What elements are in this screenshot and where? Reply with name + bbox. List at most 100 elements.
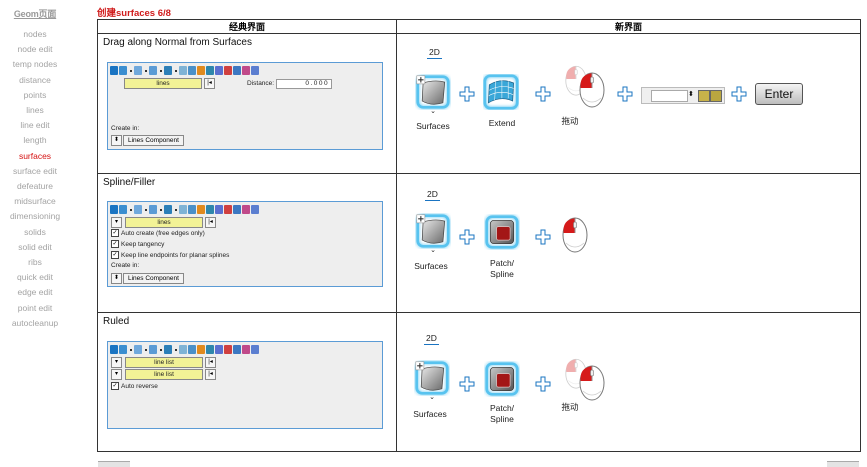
nav-item[interactable]: solids bbox=[24, 226, 46, 237]
field-dropdown[interactable]: ▾ bbox=[111, 217, 122, 228]
tab-2d[interactable]: 2D bbox=[424, 333, 439, 345]
toolbar-tool-icon[interactable] bbox=[197, 66, 205, 75]
toolbar-tool-icon[interactable] bbox=[197, 345, 205, 354]
toolbar-tool-icon[interactable] bbox=[110, 66, 118, 75]
toolbar-tool-icon[interactable] bbox=[179, 66, 187, 75]
toolbar-tool-icon[interactable] bbox=[251, 66, 259, 75]
checkbox-keep-endpoints[interactable]: ✓ bbox=[111, 251, 119, 259]
nav-item[interactable]: quick edit bbox=[17, 272, 53, 283]
nav-item[interactable]: line edit bbox=[20, 120, 50, 131]
toolbar-tool-icon[interactable] bbox=[164, 66, 172, 75]
nav-item[interactable]: length bbox=[23, 135, 47, 146]
toolbar-tool-icon[interactable] bbox=[179, 345, 187, 354]
patch-spline-icon[interactable] bbox=[484, 361, 520, 397]
toolbar-tool-icon[interactable] bbox=[215, 205, 223, 214]
toolbar-tool-icon[interactable] bbox=[224, 66, 232, 75]
toolbar-tool-icon[interactable] bbox=[251, 205, 259, 214]
toolbar-tool-icon[interactable] bbox=[149, 66, 157, 75]
toolbar-tool-icon[interactable] bbox=[110, 205, 118, 214]
tab-2d[interactable]: 2D bbox=[425, 189, 440, 201]
scroll-left-button[interactable] bbox=[98, 461, 130, 467]
checkbox-auto-reverse[interactable]: ✓ bbox=[111, 382, 119, 390]
chevron-down-icon[interactable]: ⌄ bbox=[429, 394, 435, 401]
reset-button[interactable]: |◂ bbox=[204, 78, 215, 89]
line-list-selector-1[interactable]: line list bbox=[125, 357, 203, 368]
toolbar-tool-icon[interactable] bbox=[215, 66, 223, 75]
nav-item[interactable]: edge edit bbox=[17, 287, 53, 298]
nav-item[interactable]: points bbox=[23, 89, 47, 100]
nav-item[interactable]: node edit bbox=[17, 44, 53, 55]
enter-key[interactable]: Enter bbox=[755, 83, 803, 105]
toolbar-tool-icon[interactable] bbox=[110, 345, 118, 354]
lines-selector[interactable]: lines bbox=[124, 78, 202, 89]
toolbar-tool-icon[interactable] bbox=[224, 205, 232, 214]
scroll-right-button[interactable] bbox=[827, 461, 859, 467]
toolbar-tool-icon[interactable] bbox=[197, 205, 205, 214]
lines-selector[interactable]: lines bbox=[125, 217, 203, 228]
checkbox-auto-create[interactable]: ✓ bbox=[111, 229, 119, 237]
component-button[interactable]: Lines Component bbox=[123, 273, 184, 284]
tab-2d[interactable]: 2D bbox=[427, 47, 442, 59]
toolbar-tool-icon[interactable] bbox=[206, 205, 214, 214]
toolbar-tool-icon[interactable] bbox=[134, 66, 142, 75]
nav-item[interactable]: ribs bbox=[28, 257, 42, 268]
nav-item[interactable]: surface edit bbox=[13, 165, 57, 176]
toolbar-tool-icon[interactable] bbox=[224, 345, 232, 354]
nav-item[interactable]: point edit bbox=[17, 302, 53, 313]
field-dropdown[interactable]: ▾ bbox=[111, 369, 122, 380]
toolbar-tool-icon[interactable] bbox=[233, 66, 241, 75]
toolbar-tool-icon[interactable] bbox=[215, 345, 223, 354]
nav-title[interactable]: Geom页面 bbox=[13, 9, 57, 19]
toolbar-tool-icon[interactable] bbox=[119, 205, 127, 214]
chevron-down-icon[interactable]: ⌄ bbox=[430, 247, 436, 254]
toolbar-tool-icon[interactable] bbox=[164, 205, 172, 214]
toolbar-tool-icon[interactable] bbox=[233, 345, 241, 354]
toolbar-separator bbox=[130, 208, 132, 211]
toolbar-tool-icon[interactable] bbox=[149, 205, 157, 214]
toolbar-tool-icon[interactable] bbox=[179, 205, 187, 214]
toolbar-tool-icon[interactable] bbox=[251, 345, 259, 354]
nav-item[interactable]: autocleanup bbox=[11, 317, 59, 328]
patch-spline-icon[interactable] bbox=[484, 214, 520, 250]
distance-spinner[interactable]: ⬍ bbox=[641, 87, 725, 104]
nav-item[interactable]: defeature bbox=[17, 181, 53, 192]
reset-button[interactable]: |◂ bbox=[205, 369, 216, 380]
toolbar-tool-icon[interactable] bbox=[233, 205, 241, 214]
nav-item[interactable]: distance bbox=[19, 74, 51, 85]
toolbar-tool-icon[interactable] bbox=[242, 205, 250, 214]
nav-item[interactable]: nodes bbox=[23, 29, 47, 39]
toolbar-tool-icon[interactable] bbox=[134, 205, 142, 214]
toolbar-tool-icon[interactable] bbox=[206, 66, 214, 75]
nav-item[interactable]: surfaces bbox=[18, 150, 52, 161]
field-dropdown[interactable]: ▾ bbox=[111, 357, 122, 368]
toolbar-tool-icon[interactable] bbox=[164, 345, 172, 354]
nav-item[interactable]: solid edit bbox=[18, 241, 52, 252]
surfaces-icon[interactable] bbox=[415, 213, 451, 249]
nav-item[interactable]: dimensioning bbox=[9, 211, 61, 222]
extend-icon[interactable] bbox=[483, 74, 519, 110]
toolbar-tool-icon[interactable] bbox=[242, 66, 250, 75]
create-in-dropdown[interactable]: ⬍ bbox=[111, 135, 122, 146]
toolbar-tool-icon[interactable] bbox=[149, 345, 157, 354]
checkbox-keep-tangency[interactable]: ✓ bbox=[111, 240, 119, 248]
create-in-dropdown[interactable]: ⬍ bbox=[111, 273, 122, 284]
line-list-selector-2[interactable]: line list bbox=[125, 369, 203, 380]
nav-item[interactable]: temp nodes bbox=[12, 59, 58, 70]
chevron-down-icon[interactable]: ⌄ bbox=[430, 108, 436, 115]
toolbar-tool-icon[interactable] bbox=[188, 205, 196, 214]
reset-button[interactable]: |◂ bbox=[205, 217, 216, 228]
surfaces-icon[interactable] bbox=[415, 74, 451, 110]
nav-item[interactable]: midsurface bbox=[14, 196, 56, 207]
toolbar-tool-icon[interactable] bbox=[188, 345, 196, 354]
toolbar-tool-icon[interactable] bbox=[242, 345, 250, 354]
toolbar-tool-icon[interactable] bbox=[119, 66, 127, 75]
toolbar-tool-icon[interactable] bbox=[188, 66, 196, 75]
nav-item[interactable]: lines bbox=[26, 105, 44, 116]
toolbar-tool-icon[interactable] bbox=[134, 345, 142, 354]
distance-input[interactable]: 0.000 bbox=[276, 78, 333, 89]
surfaces-icon[interactable] bbox=[414, 360, 450, 396]
toolbar-tool-icon[interactable] bbox=[206, 345, 214, 354]
component-button[interactable]: Lines Component bbox=[123, 135, 184, 146]
toolbar-tool-icon[interactable] bbox=[119, 345, 127, 354]
reset-button[interactable]: |◂ bbox=[205, 357, 216, 368]
